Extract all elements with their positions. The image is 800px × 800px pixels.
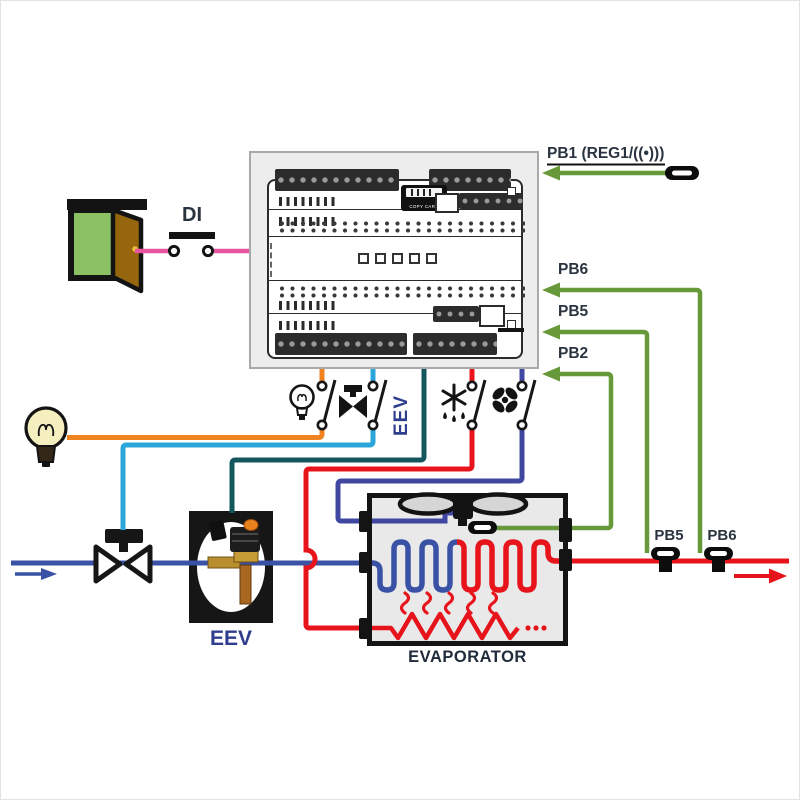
vent-row bbox=[279, 285, 525, 298]
pb1-probe-icon bbox=[665, 166, 699, 180]
evaporator-terminals bbox=[359, 511, 572, 639]
terminal-strip bbox=[429, 169, 511, 191]
terminal-strip bbox=[459, 193, 523, 209]
board-line bbox=[269, 313, 521, 314]
flow-arrow-in bbox=[15, 568, 57, 580]
heat-waves-icon bbox=[399, 591, 499, 615]
board-square bbox=[507, 187, 516, 196]
pb2-probe-icon bbox=[468, 521, 497, 534]
defrost-heater bbox=[363, 611, 520, 641]
module-box bbox=[479, 305, 505, 327]
pb5-wire bbox=[557, 329, 650, 553]
pb5-label: PB5 bbox=[558, 303, 589, 320]
board-bar bbox=[498, 328, 524, 332]
pipe-pb5-label: PB5 bbox=[654, 527, 684, 544]
module-box bbox=[435, 193, 459, 213]
evaporator-coil-cold bbox=[367, 539, 458, 593]
board-dash bbox=[270, 243, 272, 277]
copy-card-label: COPY CARD bbox=[409, 204, 439, 209]
controller-display bbox=[358, 253, 437, 264]
heater-dot bbox=[533, 625, 539, 631]
defrost-output-icon bbox=[441, 383, 467, 422]
pb2-wire bbox=[481, 371, 614, 531]
evaporator-fan-icon bbox=[397, 492, 529, 526]
di-label: DI bbox=[182, 204, 202, 226]
pb1-arrowhead bbox=[542, 165, 560, 181]
evaporator-coil-warm bbox=[456, 539, 569, 593]
pb5-arrowhead bbox=[542, 324, 560, 340]
valve-wire bbox=[120, 369, 376, 530]
terminal-strip bbox=[433, 306, 479, 322]
bulb-output-icon bbox=[289, 384, 315, 420]
flow-arrow-out bbox=[734, 568, 787, 584]
connector-comb bbox=[279, 321, 337, 330]
valve-relay-icon bbox=[367, 379, 388, 431]
connector-comb bbox=[279, 197, 337, 206]
eev-wire-label: EEV bbox=[391, 394, 412, 436]
pb6-arrowhead bbox=[542, 282, 560, 298]
terminal-strip bbox=[275, 333, 407, 355]
probe-wires bbox=[481, 170, 703, 553]
valve-output-icon bbox=[339, 385, 367, 418]
pb6-wire bbox=[557, 287, 703, 553]
heater-dot bbox=[541, 625, 547, 631]
terminal-strip bbox=[275, 169, 399, 191]
pb6-label: PB6 bbox=[558, 261, 589, 278]
fan-relay-icon bbox=[516, 379, 537, 431]
pipe-pb6-label: PB6 bbox=[707, 527, 737, 544]
connector-comb bbox=[279, 301, 337, 310]
defrost-relay-icon bbox=[466, 379, 487, 431]
controller-unit: COPY CARD bbox=[249, 151, 539, 369]
terminal-strip bbox=[413, 333, 497, 355]
pb2-arrowhead bbox=[542, 366, 560, 382]
board-line bbox=[269, 280, 521, 281]
vent-row bbox=[279, 220, 525, 233]
solenoid-valve-icon bbox=[93, 529, 153, 584]
heater-dot bbox=[525, 625, 531, 631]
pb5-probe-icon bbox=[651, 547, 680, 572]
fan-wire bbox=[335, 369, 525, 524]
pb2-label: PB2 bbox=[558, 345, 589, 362]
light-bulb-icon bbox=[24, 406, 68, 467]
door-icon bbox=[67, 199, 147, 294]
pb6-probe-icon bbox=[704, 547, 733, 572]
eev-valve-art bbox=[207, 519, 260, 605]
evaporator-label: EVAPORATOR bbox=[408, 648, 527, 666]
fan-output-icon bbox=[492, 387, 518, 413]
copy-card-dip bbox=[406, 188, 442, 197]
door-contact-icon bbox=[167, 232, 215, 258]
board-line bbox=[269, 209, 521, 210]
eev-box-label: EEV bbox=[209, 627, 253, 650]
eev-wire bbox=[229, 369, 427, 513]
light-relay-icon bbox=[316, 379, 337, 431]
board-line bbox=[269, 236, 521, 237]
light-wire bbox=[67, 369, 325, 440]
pb1-label: PB1 (REG1/((•))) bbox=[547, 145, 665, 162]
defrost-wire bbox=[303, 369, 475, 631]
